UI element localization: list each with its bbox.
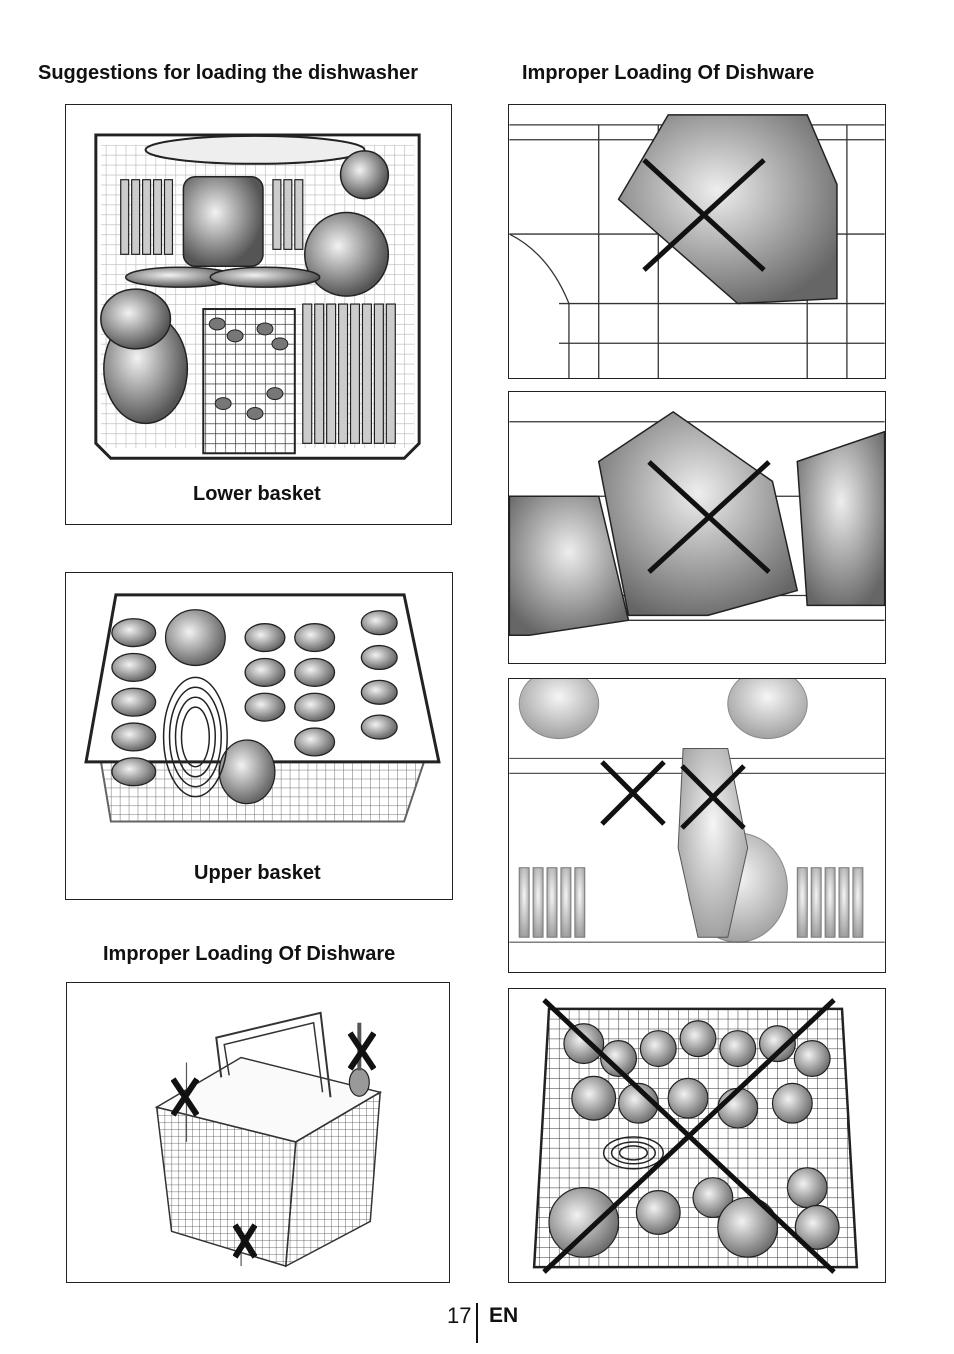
improper-panel-3 <box>508 678 886 973</box>
heading-suggestions: Suggestions for loading the dishwasher <box>38 62 419 84</box>
improper-panel-4 <box>508 988 886 1283</box>
cross-mark-icon <box>647 460 771 574</box>
upper-basket-illustration <box>84 593 441 823</box>
improper-illustration-1 <box>509 114 885 378</box>
improper-illustration-3 <box>509 679 885 943</box>
heading-improper-left: Improper Loading Of Dishware <box>103 943 396 965</box>
improper-panel-2 <box>508 391 886 664</box>
cross-mark-icon <box>171 1077 199 1117</box>
cutlery-basket-illustration <box>154 1011 383 1268</box>
cross-mark-icon <box>348 1031 376 1071</box>
cross-mark-icon <box>600 760 666 826</box>
lower-basket-panel: Lower basket <box>65 104 452 525</box>
caption-upper-basket: Upper basket <box>194 862 321 884</box>
cross-mark-icon <box>233 1223 257 1259</box>
lower-basket-illustration <box>94 133 421 460</box>
improper-panel-1 <box>508 104 886 379</box>
cross-mark-icon <box>680 764 746 830</box>
footer-divider <box>476 1303 478 1343</box>
upper-basket-panel: Upper basket <box>65 572 453 900</box>
page-number: 17 <box>447 1303 472 1328</box>
cutlery-basket-panel <box>66 982 450 1283</box>
cross-mark-icon <box>542 998 836 1274</box>
cross-mark-icon <box>642 158 766 272</box>
language-code: EN <box>489 1304 519 1327</box>
caption-lower-basket: Lower basket <box>193 483 321 505</box>
heading-improper-right: Improper Loading Of Dishware <box>522 62 815 84</box>
